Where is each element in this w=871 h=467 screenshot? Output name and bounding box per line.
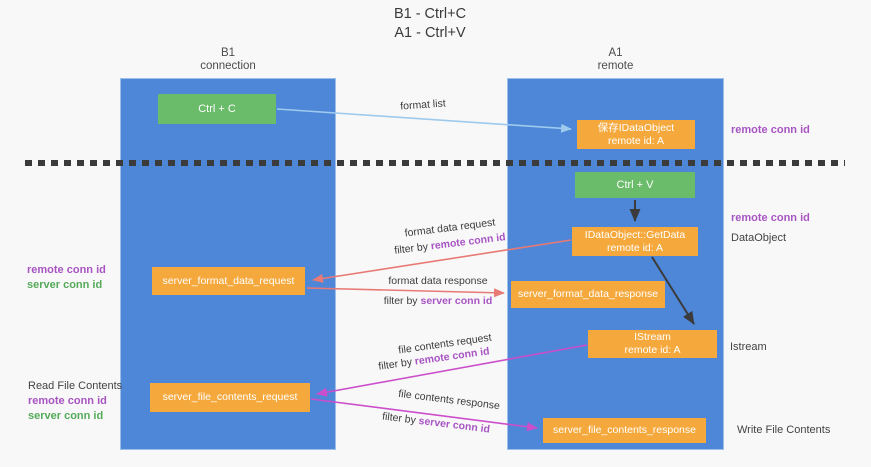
node-ctrl-v: Ctrl + V — [575, 172, 695, 198]
lane-b1-name: B1 — [220, 47, 236, 59]
filter-by-text: filter by — [381, 410, 420, 427]
left-remote-conn-id: remote conn id — [27, 264, 106, 276]
title-line-2: A1 - Ctrl+V — [394, 25, 466, 41]
diagram-title: B1 - Ctrl+C A1 - Ctrl+V — [300, 5, 560, 43]
lane-a1-role: remote — [597, 60, 634, 72]
dataobject-annotation: DataObject — [731, 232, 787, 244]
right-remote-conn-id-mid: remote conn id — [731, 212, 810, 224]
right-remote-conn-id-top: remote conn id — [731, 124, 810, 136]
title-line-1: B1 - Ctrl+C — [393, 6, 467, 22]
arrow-format-data-response — [306, 287, 505, 298]
lane-b1-role: connection — [200, 60, 256, 72]
left-conn-id-annotation: remote conn id server conn id — [27, 263, 106, 293]
node-server-file-contents-response: server_file_contents_response — [543, 418, 706, 443]
node-ctrl-v-label: Ctrl + V — [616, 179, 654, 191]
node-getdata-line2: remote id: A — [606, 241, 664, 254]
server-conn-id-text: server conn id — [420, 295, 493, 307]
node-server-file-contents-request-label: server_file_contents_request — [162, 391, 298, 403]
left-server-conn-id: server conn id — [27, 279, 103, 291]
write-file-contents-annotation: Write File Contents — [737, 424, 831, 436]
label-file-contents-response: file contents response — [397, 387, 501, 413]
lane-header-b1: B1 connection — [120, 47, 336, 73]
label-format-list: format list — [399, 97, 447, 113]
node-ctrl-c: Ctrl + C — [158, 94, 276, 124]
node-saved-dataobject-line1: 保存IDataObject — [597, 121, 675, 134]
node-server-file-contents-request: server_file_contents_request — [150, 383, 310, 412]
left-remote-conn-id-2: remote conn id — [28, 395, 107, 407]
node-istream-line2: remote id: A — [624, 344, 681, 356]
lane-header-a1: A1 remote — [507, 47, 724, 73]
node-istream-line1: IStream — [634, 331, 671, 343]
node-saved-dataobject: 保存IDataObject remote id: A — [577, 120, 695, 149]
istream-annotation: Istream — [730, 341, 767, 353]
label-filter-by-server-1: filter by server conn id — [368, 295, 508, 308]
lane-a1-name: A1 — [608, 47, 623, 59]
read-file-contents-label: Read File Contents — [28, 380, 123, 392]
node-istream: IStream remote id: A — [588, 330, 717, 358]
server-conn-id-text: server conn id — [417, 414, 491, 436]
label-format-data-response: format data response — [388, 275, 488, 287]
filter-by-text: filter by — [383, 295, 421, 307]
node-server-file-contents-response-label: server_file_contents_response — [552, 424, 696, 436]
left-server-conn-id-2: server conn id — [28, 410, 104, 422]
filter-by-text: filter by — [393, 240, 432, 257]
node-getdata: IDataObject::GetData remote id: A — [572, 227, 698, 256]
node-server-format-data-response: server_format_data_response — [511, 281, 665, 308]
label-filter-by-server-2: filter by server conn id — [366, 409, 507, 439]
node-saved-dataobject-line2: remote id: A — [607, 134, 665, 147]
node-server-format-data-response-label: server_format_data_response — [517, 288, 659, 300]
node-server-format-data-request: server_format_data_request — [152, 267, 305, 295]
node-ctrl-c-label: Ctrl + C — [198, 103, 236, 115]
node-getdata-line1: IDataObject::GetData — [584, 228, 686, 241]
node-server-format-data-request-label: server_format_data_request — [162, 274, 295, 287]
read-file-contents-annotation: Read File Contents remote conn id server… — [28, 379, 122, 424]
